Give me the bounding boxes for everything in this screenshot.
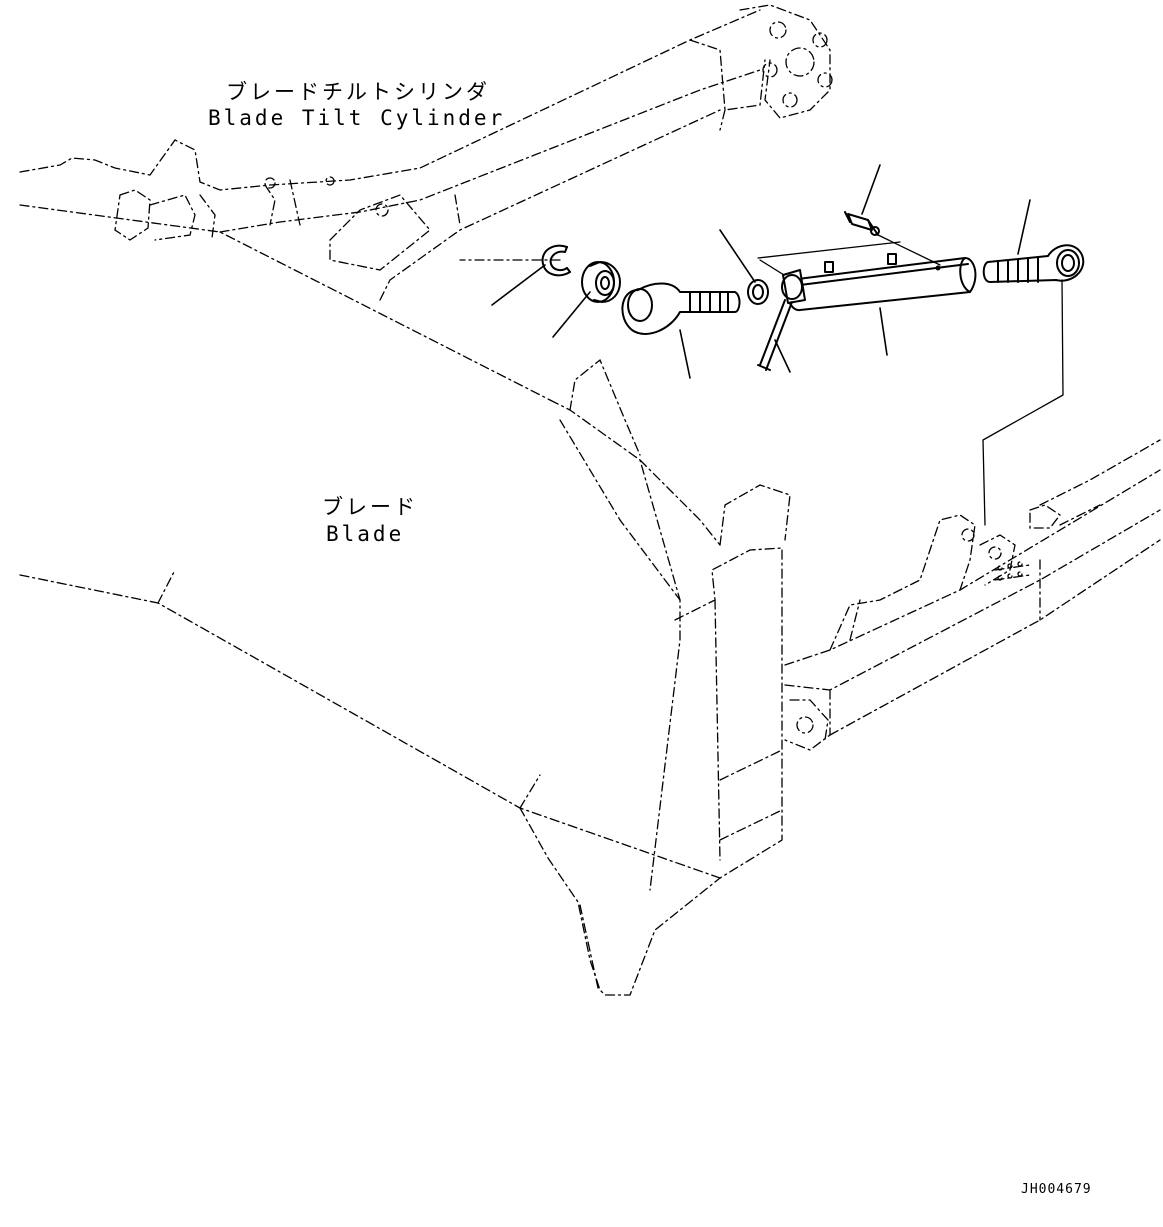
drawing-id: JH004679 xyxy=(1021,1182,1092,1197)
grease-fitting-part xyxy=(844,211,941,266)
leader-lines xyxy=(491,164,1064,526)
right-frame-phantom xyxy=(784,439,1161,751)
blade-tilt-cylinder-phantom xyxy=(19,4,833,301)
blade-outline xyxy=(19,204,791,996)
washer-part xyxy=(747,279,769,305)
blade-label-jp: ブレード xyxy=(322,495,418,519)
cotter-pin-part xyxy=(757,269,806,371)
rod-end-right-part xyxy=(982,244,1085,283)
snap-ring-part xyxy=(541,244,571,277)
blade-tilt-cylinder-label-en: Blade Tilt Cylinder xyxy=(208,106,506,130)
blade-label-en: Blade xyxy=(326,522,405,546)
rod-end-left-part xyxy=(621,282,741,335)
blade-tilt-cylinder-label-jp: ブレードチルトシリンダ xyxy=(226,80,490,104)
